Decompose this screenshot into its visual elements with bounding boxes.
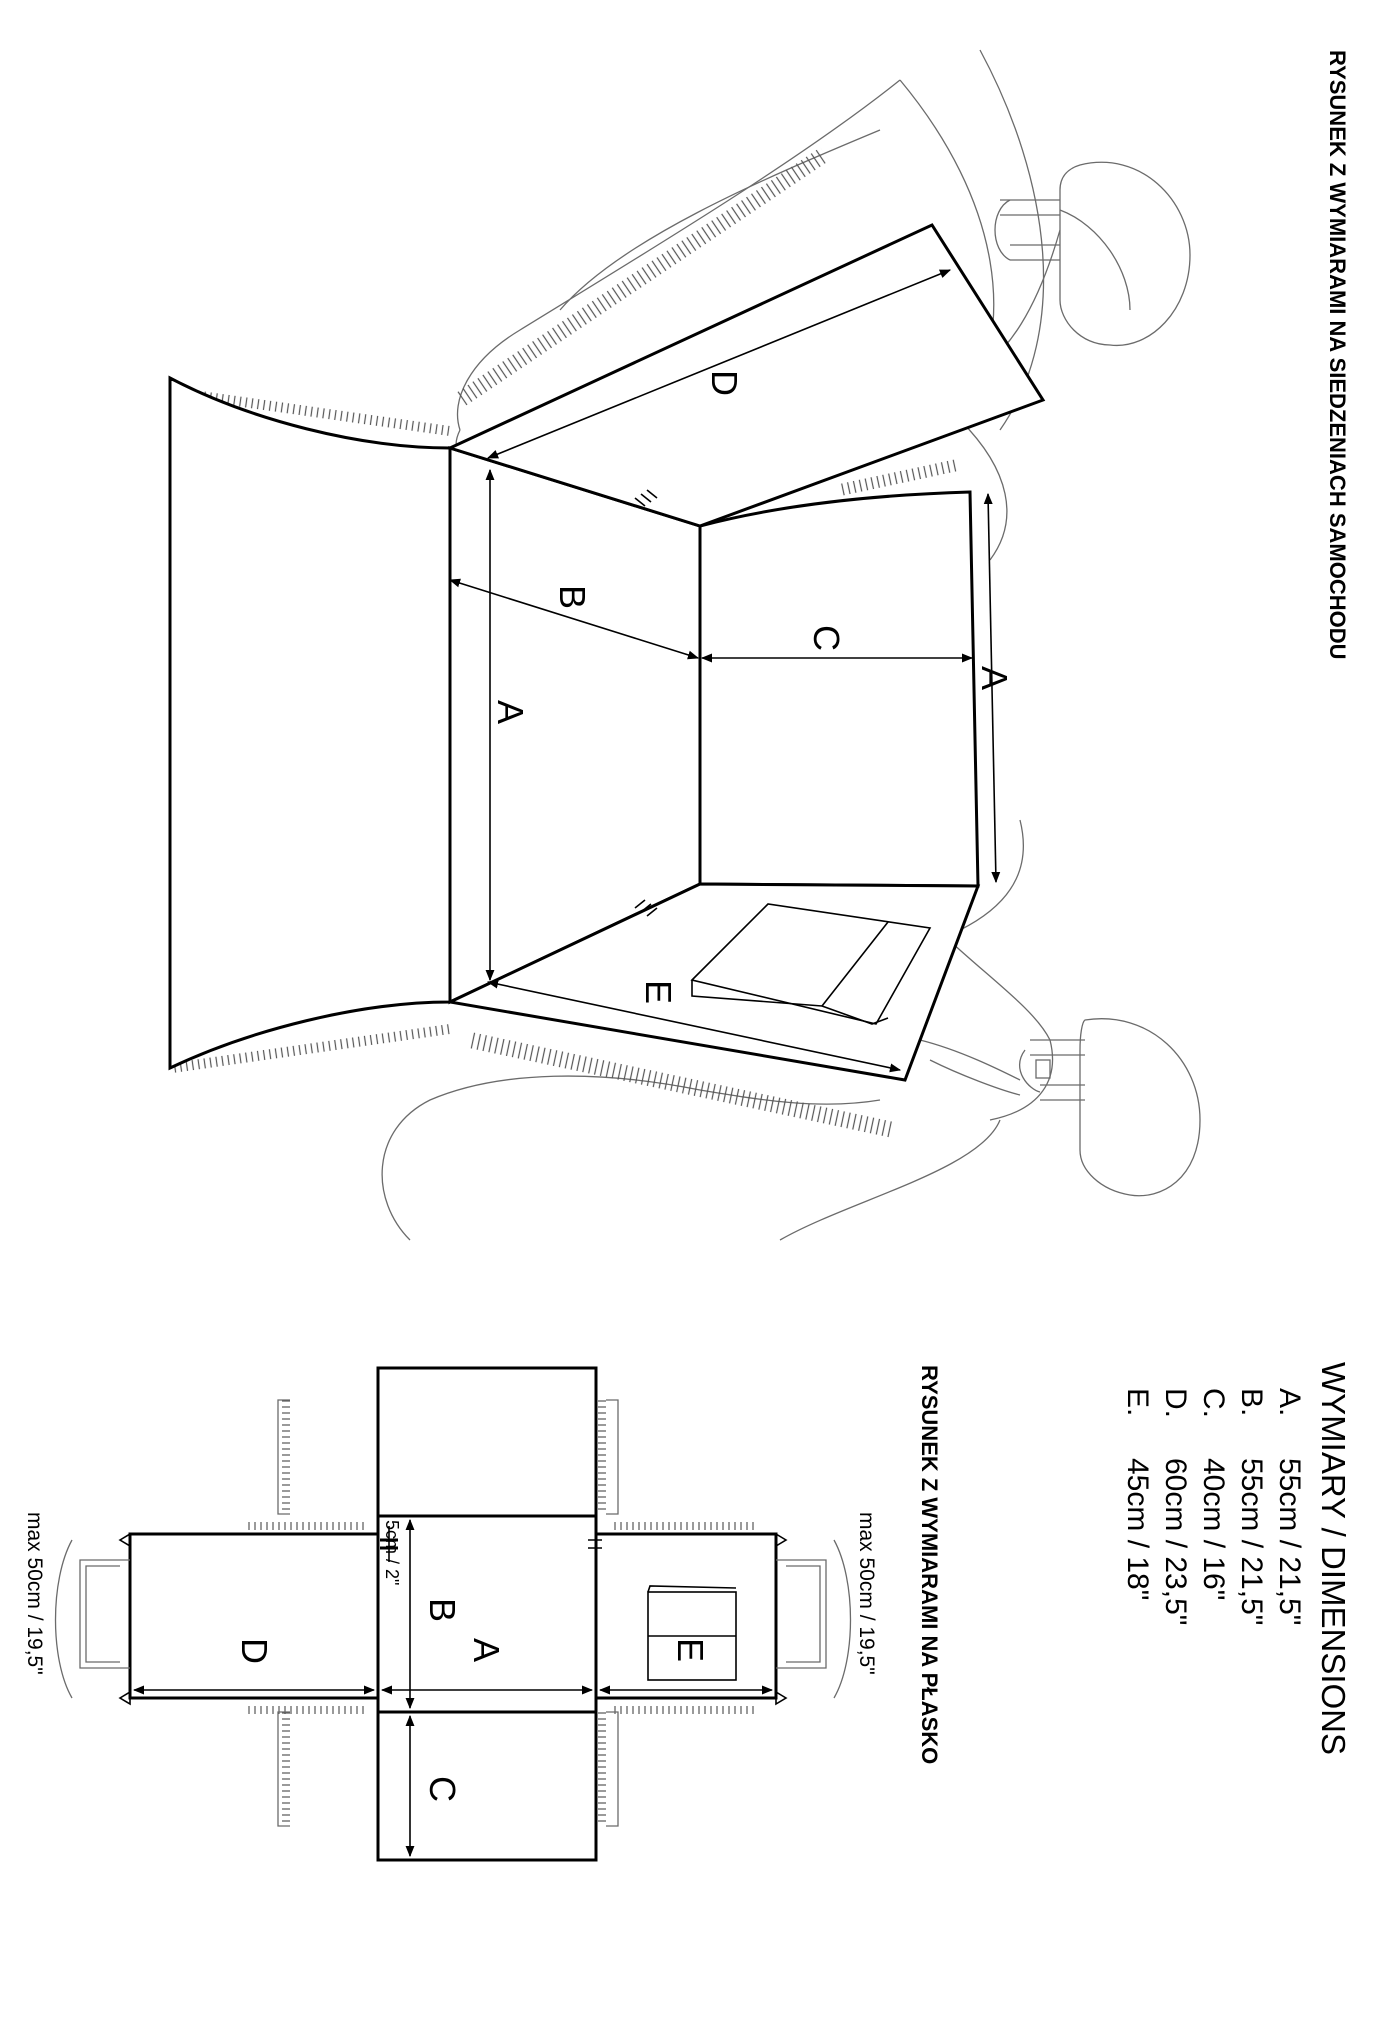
seat-label-a-left: A <box>490 700 531 724</box>
dimension-value-b: 55cm / 21,5" <box>1235 1458 1268 1625</box>
flat-label-c: C <box>422 1776 463 1802</box>
dimension-value-e: 45cm / 18" <box>1121 1458 1154 1600</box>
flat-label-e: E <box>670 1638 711 1662</box>
flat-straps <box>54 1532 852 1706</box>
flat-zippers <box>246 1399 758 1827</box>
flat-drawing: B C D A E 5cm / 2" max 50cm / 19,5" max … <box>23 1366 878 1862</box>
center-right-panel <box>698 490 980 888</box>
dimensions-heading: WYMIARY / DIMENSIONS <box>1315 1362 1352 1755</box>
dimension-letter-e: E. <box>1121 1388 1154 1416</box>
dim-arrow-d <box>486 269 952 459</box>
dim-arrow-b <box>448 578 700 660</box>
flat-max-right: max 50cm / 19,5" <box>855 1512 878 1675</box>
flat-label-d: D <box>234 1638 275 1664</box>
dimension-value-c: 40cm / 16" <box>1197 1458 1230 1600</box>
dimensions-list: WYMIARY / DIMENSIONS A. 55cm / 21,5" B. … <box>1121 1362 1352 1755</box>
dimension-letter-b: B. <box>1235 1388 1268 1416</box>
flat-label-b: B <box>422 1598 463 1622</box>
seat-label-d: D <box>704 370 745 396</box>
dimension-letter-d: D. <box>1159 1388 1192 1418</box>
flat-panel-right-e <box>594 1532 778 1700</box>
flat-strap-marks <box>380 1526 602 1562</box>
seat-label-b: B <box>552 585 593 609</box>
flat-pocket <box>647 1585 737 1681</box>
seat-label-c: C <box>806 625 847 651</box>
flat-strap-gap-label: 5cm / 2" <box>382 1520 402 1585</box>
flat-label-a: A <box>466 1638 507 1662</box>
dimension-value-d: 60cm / 23,5" <box>1159 1458 1192 1625</box>
flat-max-left: max 50cm / 19,5" <box>23 1512 46 1675</box>
seat-drawing: A B C A D E <box>168 49 1201 1241</box>
dimension-value-a: 55cm / 21,5" <box>1273 1458 1306 1625</box>
seat-label-a-right: A <box>974 666 1015 690</box>
strap-marks <box>634 489 658 917</box>
flat-panel-top <box>376 1366 598 1518</box>
flat-panel-left-d <box>128 1532 380 1700</box>
back-panel <box>168 375 452 1071</box>
dimension-letter-a: A. <box>1273 1388 1306 1416</box>
dimension-letter-c: C. <box>1197 1388 1230 1418</box>
seat-drawing-title: RYSUNEK Z WYMIARAMI NA SIEDZENIACH SAMOC… <box>1325 50 1350 659</box>
dim-arrow-e <box>486 979 902 1073</box>
dim-arrow-a-right <box>983 492 1001 884</box>
seat-label-e: E <box>638 980 679 1004</box>
flat-drawing-title: RYSUNEK Z WYMIARAMI NA PŁASKO <box>917 1365 942 1764</box>
